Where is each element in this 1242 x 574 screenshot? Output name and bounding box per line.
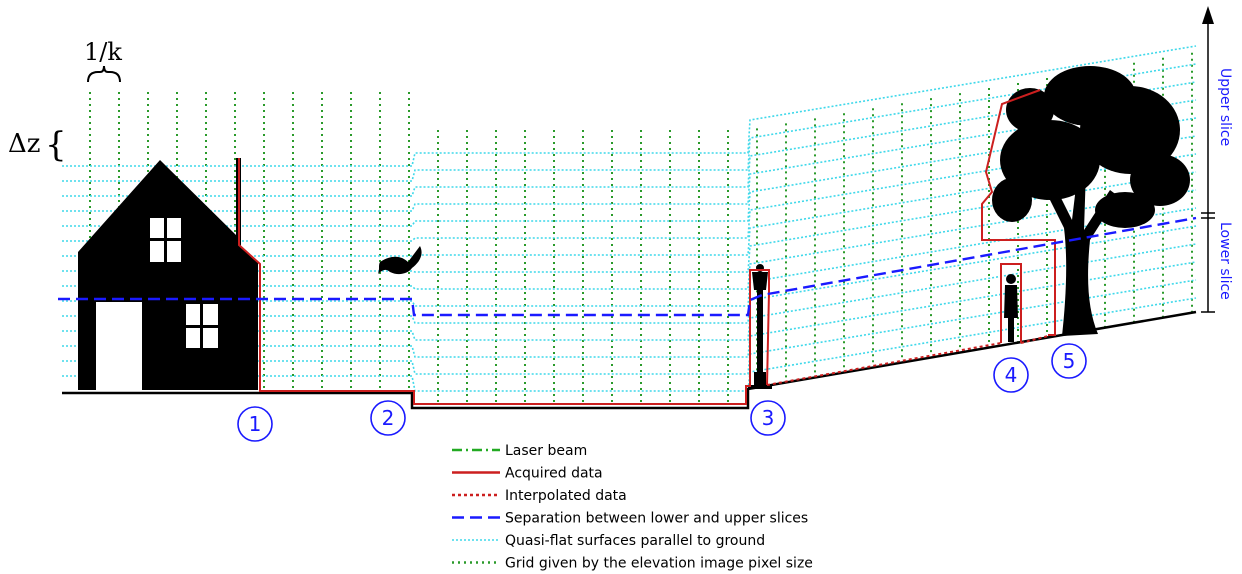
- numbered-markers: 1 2 3 4 5: [237, 343, 1087, 442]
- delta-z-label: Δz: [8, 129, 40, 159]
- quasi-flat-line: [62, 225, 1197, 324]
- marker-number: 4: [1005, 363, 1018, 387]
- quasi-flat-line: [62, 117, 1197, 227]
- delta-z-brace: {: [45, 125, 67, 165]
- quasi-flat-line: [62, 45, 1197, 167]
- quasi-flat-surfaces: [62, 45, 1197, 392]
- marker-circle: [993, 357, 1029, 393]
- legend-label-separation: Separation between lower and upper slice…: [505, 511, 808, 527]
- legend-label-grid: Grid given by the elevation image pixel …: [505, 556, 813, 572]
- legend-label-quasi: Quasi-flat surfaces parallel to ground: [505, 533, 765, 549]
- slice-separation-line: [58, 216, 1197, 317]
- upper-slice-label: Upper slice: [1217, 68, 1233, 146]
- quasi-flat-line: [62, 279, 1197, 375]
- person-silhouette: [1004, 274, 1018, 342]
- legend-label-interpolated: Interpolated data: [505, 488, 627, 504]
- bird-silhouette: [378, 246, 422, 275]
- marker-number: 2: [382, 406, 395, 430]
- quasi-flat-line: [62, 207, 1197, 307]
- inv-k-label: 1/k: [84, 38, 122, 66]
- quasi-flat-line: [62, 135, 1197, 242]
- quasi-flat-line: [62, 99, 1197, 212]
- marker-circle: [237, 406, 273, 442]
- legend-label-laser: Laser beam: [505, 443, 587, 459]
- quasi-flat-line: [62, 189, 1197, 290]
- ground-profile: [62, 310, 1197, 410]
- marker-circle: [1051, 343, 1087, 379]
- inv-k-brace: [87, 65, 121, 83]
- quasi-flat-line: [62, 153, 1197, 257]
- elevation-axis: [1201, 6, 1215, 313]
- quasi-flat-line: [62, 63, 1197, 182]
- marker-circle: [370, 400, 406, 436]
- marker-number: 3: [762, 406, 775, 430]
- quasi-flat-line: [62, 297, 1197, 392]
- interpolated-data-trace: [766, 335, 1049, 386]
- marker-number: 5: [1063, 349, 1076, 373]
- marker-circle: [750, 400, 786, 436]
- quasi-flat-line: [62, 81, 1197, 197]
- acquired-data-trace: [238, 89, 1056, 405]
- lower-slice-label: Lower slice: [1217, 222, 1233, 300]
- quasi-flat-line: [62, 243, 1197, 341]
- house-silhouette: [78, 158, 258, 390]
- legend-label-acquired: Acquired data: [505, 466, 603, 482]
- tree-silhouette: [992, 66, 1190, 336]
- marker-number: 1: [249, 412, 262, 436]
